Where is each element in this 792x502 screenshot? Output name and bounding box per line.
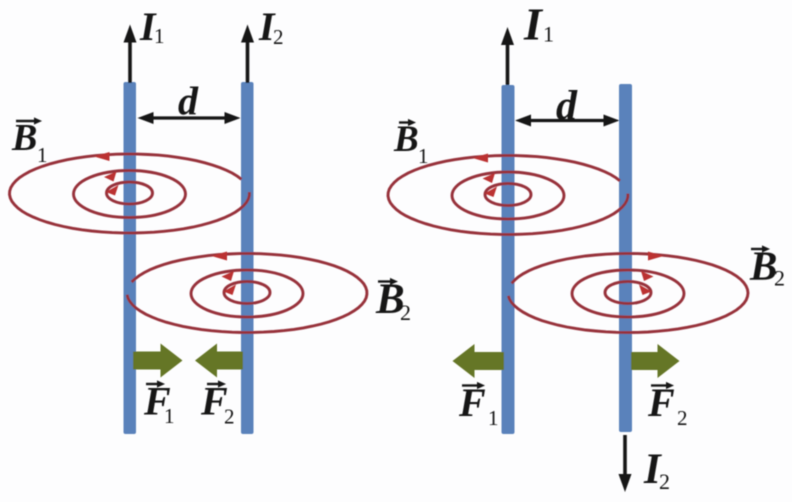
svg-text:F: F [458,380,486,425]
svg-text:1: 1 [164,404,175,428]
svg-text:1: 1 [154,24,165,48]
svg-text:I: I [258,4,276,49]
svg-text:I: I [139,4,157,49]
svg-text:2: 2 [400,300,411,325]
svg-text:2: 2 [224,405,235,429]
svg-text:1: 1 [543,22,554,47]
svg-text:2: 2 [677,406,688,430]
svg-text:2: 2 [273,25,284,49]
svg-text:1: 1 [488,406,499,430]
svg-text:2: 2 [659,469,670,494]
svg-text:F: F [200,379,228,424]
svg-text:1: 1 [37,143,48,167]
svg-text:F: F [647,380,675,425]
svg-text:d: d [556,84,578,130]
svg-text:2: 2 [774,266,785,291]
svg-text:B: B [11,117,37,159]
svg-text:B: B [393,119,419,160]
svg-text:d: d [178,79,199,124]
svg-text:I: I [523,0,544,50]
svg-text:I: I [643,446,662,493]
svg-text:1: 1 [418,144,429,168]
svg-text:B: B [375,276,405,323]
